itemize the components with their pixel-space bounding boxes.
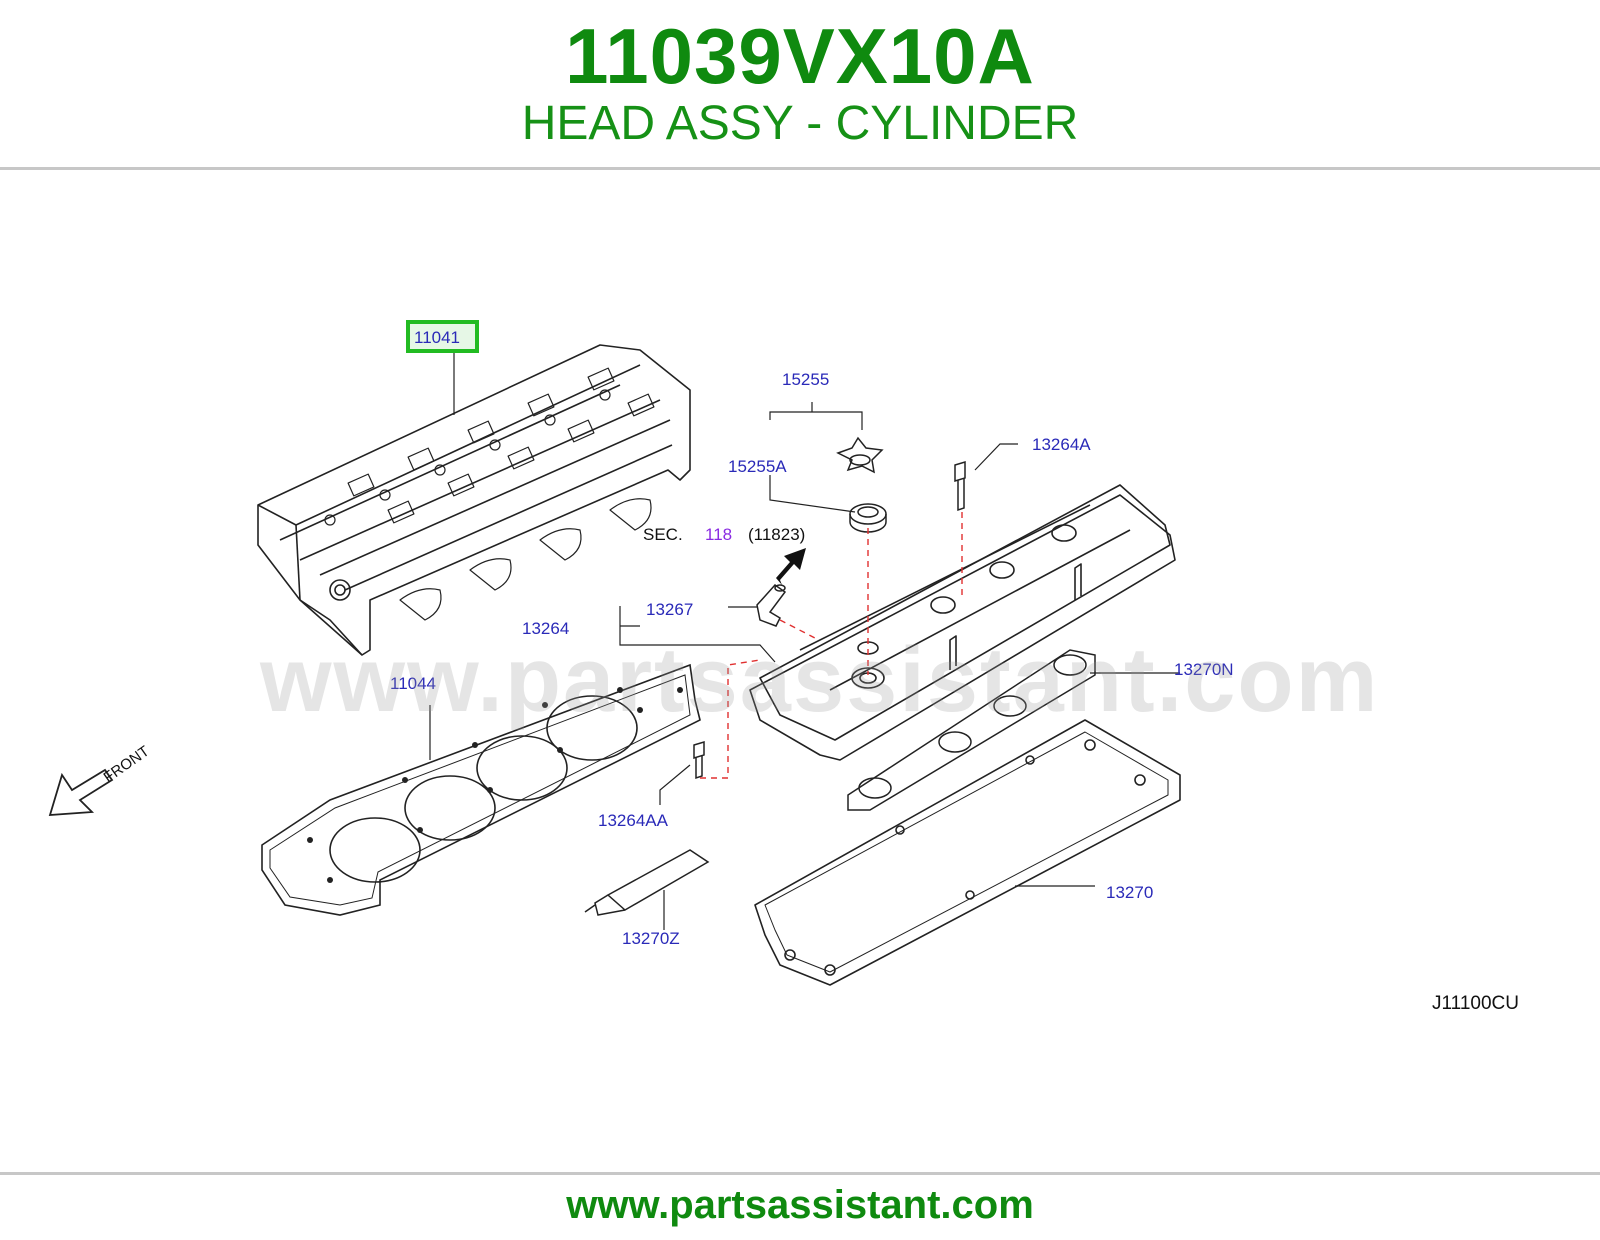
parts-diagram-svg: 11041 15255 15255A 13264A 13267 13264 11… [48, 320, 1519, 1014]
sec-ref: (11823) [748, 525, 805, 544]
page-header: 11039VX10A HEAD ASSY - CYLINDER [0, 0, 1600, 168]
sec-label: SEC. [643, 525, 683, 544]
sec-arrow [776, 548, 806, 585]
callout-11041[interactable]: 11041 [414, 328, 460, 347]
callout-13270[interactable]: 13270 [1106, 883, 1153, 902]
bolt-13264aa-drawing [693, 740, 705, 780]
front-label: FRONT [101, 743, 153, 787]
plug-seal-gasket-drawing [847, 649, 1096, 811]
part-number-title: 11039VX10A [565, 12, 1035, 100]
part-name-subtitle: HEAD ASSY - CYLINDER [521, 97, 1079, 150]
callout-15255[interactable]: 15255 [782, 370, 829, 389]
footer-divider [0, 1172, 1600, 1175]
highlighted-callout-box [406, 320, 479, 353]
callout-13264a[interactable]: 13264A [1032, 435, 1091, 454]
callout-13264[interactable]: 13264 [522, 619, 569, 638]
sec-number-link[interactable]: 118 [705, 525, 732, 544]
callout-15255a[interactable]: 15255A [728, 457, 787, 476]
bolt-13264a-drawing [954, 460, 966, 512]
callout-13270n[interactable]: 13270N [1174, 660, 1234, 679]
oil-filler-cap-drawing [836, 436, 887, 533]
callout-13270z[interactable]: 13270Z [622, 929, 680, 948]
leader-lines [429, 350, 1180, 930]
header-divider [0, 167, 1600, 170]
assembly-dashed-lines [700, 512, 963, 779]
callout-13267[interactable]: 13267 [646, 600, 693, 619]
callout-11044[interactable]: 11044 [390, 674, 436, 693]
head-gasket-drawing [261, 663, 701, 916]
drawing-code: J11100CU [1432, 993, 1519, 1014]
footer-website-link[interactable]: www.partsassistant.com [566, 1183, 1034, 1227]
sealant-tube-drawing [584, 849, 710, 916]
valve-cover-drawing [749, 484, 1176, 761]
parts-diagram: 11041 15255 15255A 13264A 13267 13264 11… [0, 170, 1600, 1170]
front-direction-arrow [48, 768, 114, 816]
callout-13264aa[interactable]: 13264AA [598, 811, 669, 830]
cylinder-head-drawing [257, 344, 691, 656]
valve-cover-gasket-drawing [754, 719, 1181, 986]
pcv-elbow-drawing [756, 584, 787, 627]
